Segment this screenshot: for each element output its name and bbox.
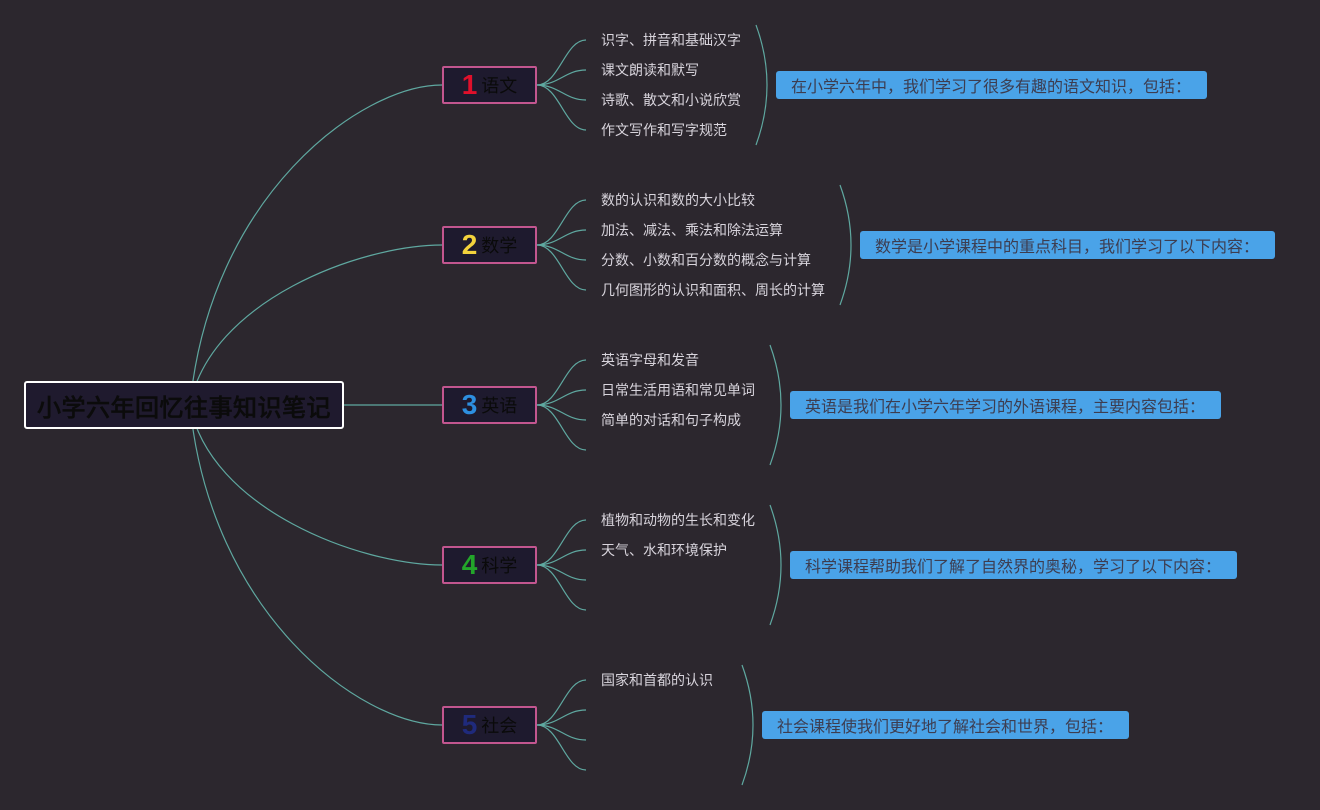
connector-leaf-4-4 (536, 564, 587, 611)
leaf-2-3[interactable]: 分数、小数和百分数的概念与计算 (601, 253, 811, 269)
summary-bracket-1 (755, 24, 768, 146)
leaf-1-1[interactable]: 识字、拼音和基础汉字 (601, 33, 741, 49)
branch-node-5[interactable]: 5 社会 (442, 706, 537, 744)
connector-leaf-3-2 (536, 389, 587, 406)
leaf-3-3[interactable]: 简单的对话和句子构成 (601, 413, 741, 429)
connector-leaf-1-1 (536, 39, 587, 86)
branch-node-2[interactable]: 2 数学 (442, 226, 537, 264)
summary-bracket-5 (741, 664, 754, 786)
root-topic[interactable]: 小学六年回忆往事知识笔记 (24, 381, 344, 429)
summary-text-4: 科学课程帮助我们了解了自然界的奥秘，学习了以下内容： (805, 557, 1222, 576)
leaf-2-1[interactable]: 数的认识和数的大小比较 (601, 193, 755, 209)
summary-2[interactable]: 数学是小学课程中的重点科目，我们学习了以下内容： (860, 231, 1275, 259)
branch-node-4[interactable]: 4 科学 (442, 546, 537, 584)
connector-root-branch-5 (189, 404, 443, 726)
summary-bracket-4 (769, 504, 782, 626)
connector-leaf-2-2 (536, 229, 587, 246)
branch-label-4: 科学 (481, 556, 518, 577)
summary-text-2: 数学是小学课程中的重点科目，我们学习了以下内容： (875, 237, 1260, 256)
summary-bracket-2 (839, 184, 852, 306)
connector-root-branch-2 (189, 244, 443, 406)
branch-node-1[interactable]: 1 语文 (442, 66, 537, 104)
connector-leaf-4-1 (536, 519, 587, 566)
branch-number-1: 1 (461, 69, 478, 100)
branch-label-2: 数学 (481, 236, 518, 257)
summary-4[interactable]: 科学课程帮助我们了解了自然界的奥秘，学习了以下内容： (790, 551, 1237, 579)
leaf-1-2[interactable]: 课文朗读和默写 (601, 63, 699, 79)
leaf-5-1[interactable]: 国家和首都的认识 (601, 673, 713, 689)
connector-leaf-3-4 (536, 404, 587, 451)
leaf-2-4[interactable]: 几何图形的认识和面积、周长的计算 (601, 283, 825, 299)
summary-1[interactable]: 在小学六年中，我们学习了很多有趣的语文知识，包括： (776, 71, 1207, 99)
branch-label-1: 语文 (481, 76, 518, 97)
summary-5[interactable]: 社会课程使我们更好地了解社会和世界，包括： (762, 711, 1129, 739)
connector-leaf-3-1 (536, 359, 587, 406)
connector-leaf-4-2 (536, 549, 587, 566)
branch-node-3[interactable]: 3 英语 (442, 386, 537, 424)
summary-3[interactable]: 英语是我们在小学六年学习的外语课程，主要内容包括： (790, 391, 1221, 419)
branch-label-3: 英语 (481, 396, 518, 417)
leaf-4-2[interactable]: 天气、水和环境保护 (601, 543, 727, 559)
summary-text-5: 社会课程使我们更好地了解社会和世界，包括： (777, 717, 1114, 736)
connector-root-branch-1 (189, 84, 443, 406)
leaf-1-3[interactable]: 诗歌、散文和小说欣赏 (601, 93, 741, 109)
connector-leaf-5-2 (536, 709, 587, 726)
connector-leaf-1-4 (536, 84, 587, 131)
summary-text-1: 在小学六年中，我们学习了很多有趣的语文知识，包括： (791, 77, 1192, 96)
leaf-4-1[interactable]: 植物和动物的生长和变化 (601, 513, 755, 529)
leaf-1-4[interactable]: 作文写作和写字规范 (601, 123, 727, 139)
connector-leaf-2-1 (536, 199, 587, 246)
connector-leaf-5-4 (536, 724, 587, 771)
connector-leaf-1-2 (536, 69, 587, 86)
branch-label-5: 社会 (481, 716, 518, 737)
leaf-2-2[interactable]: 加法、减法、乘法和除法运算 (601, 223, 783, 239)
leaf-3-1[interactable]: 英语字母和发音 (601, 353, 699, 369)
summary-text-3: 英语是我们在小学六年学习的外语课程，主要内容包括： (805, 397, 1206, 416)
summary-bracket-3 (769, 344, 782, 466)
branch-number-2: 2 (461, 229, 478, 260)
connector-root-branch-4 (189, 404, 443, 566)
branch-number-5: 5 (461, 709, 478, 740)
connector-leaf-5-1 (536, 679, 587, 726)
leaf-3-2[interactable]: 日常生活用语和常见单词 (601, 383, 755, 399)
branch-number-4: 4 (461, 549, 478, 580)
branch-number-3: 3 (461, 389, 478, 420)
connector-leaf-2-4 (536, 244, 587, 291)
root-topic-label: 小学六年回忆往事知识笔记 (37, 393, 331, 422)
